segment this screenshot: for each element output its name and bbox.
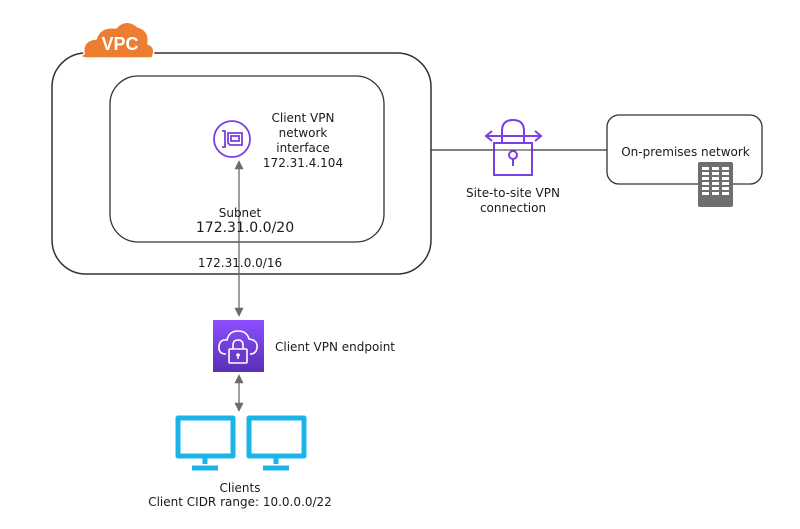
- rack-slot: [702, 177, 709, 180]
- clients-cidr: Client CIDR range: 10.0.0.0/22: [148, 495, 332, 509]
- network-interface-label: Client VPN network interface 172.31.4.10…: [258, 111, 348, 171]
- rack-slot: [722, 167, 729, 170]
- subnet-cidr: 172.31.0.0/20: [195, 220, 295, 236]
- rack-slot: [712, 167, 719, 170]
- network-interface-icon: [213, 120, 251, 158]
- rack-slot: [722, 182, 729, 185]
- rack-slot: [722, 177, 729, 180]
- vpc-cidr: 172.31.0.0/16: [197, 256, 283, 270]
- on-premises-label: On-premises network: [621, 145, 750, 159]
- vpc-cloud-badge: [80, 21, 155, 59]
- rack-slot: [722, 172, 729, 175]
- vpc-badge-label: VPC: [101, 34, 139, 54]
- rack-slot: [722, 187, 729, 190]
- rack-slot: [702, 192, 709, 195]
- clients-title: Clients: [219, 481, 261, 495]
- site-to-site-line2: connection: [479, 201, 547, 215]
- endpoint-label: Client VPN endpoint: [275, 340, 395, 354]
- vpn-lock-icon: [484, 118, 543, 176]
- rack-slot: [702, 187, 709, 190]
- subnet-boundary: [109, 75, 385, 243]
- rack-slot: [702, 182, 709, 185]
- rack-slot: [702, 167, 709, 170]
- desktop-monitor-icon: [246, 415, 307, 471]
- rack-slot: [712, 177, 719, 180]
- network-interface-ip: 172.31.4.104: [262, 156, 344, 170]
- site-to-site-label: Site-to-site VPN connection: [458, 186, 568, 216]
- desktop-monitor-icon: [175, 415, 236, 471]
- subnet-title: Subnet: [218, 206, 262, 220]
- rack-slot: [702, 172, 709, 175]
- network-interface-line1: Client VPN: [271, 111, 335, 125]
- rack-slot: [712, 187, 719, 190]
- site-to-site-line1: Site-to-site VPN: [466, 186, 560, 200]
- cloud-lock-icon: [213, 320, 264, 372]
- network-interface-line2: network: [278, 126, 328, 140]
- network-interface-line3: interface: [276, 141, 330, 155]
- rack-slot: [712, 172, 719, 175]
- server-rack-icon: [698, 162, 733, 207]
- vpc-boundary: [51, 52, 432, 275]
- rack-slot: [712, 192, 719, 195]
- rack-slot: [712, 182, 719, 185]
- rack-slot: [722, 192, 729, 195]
